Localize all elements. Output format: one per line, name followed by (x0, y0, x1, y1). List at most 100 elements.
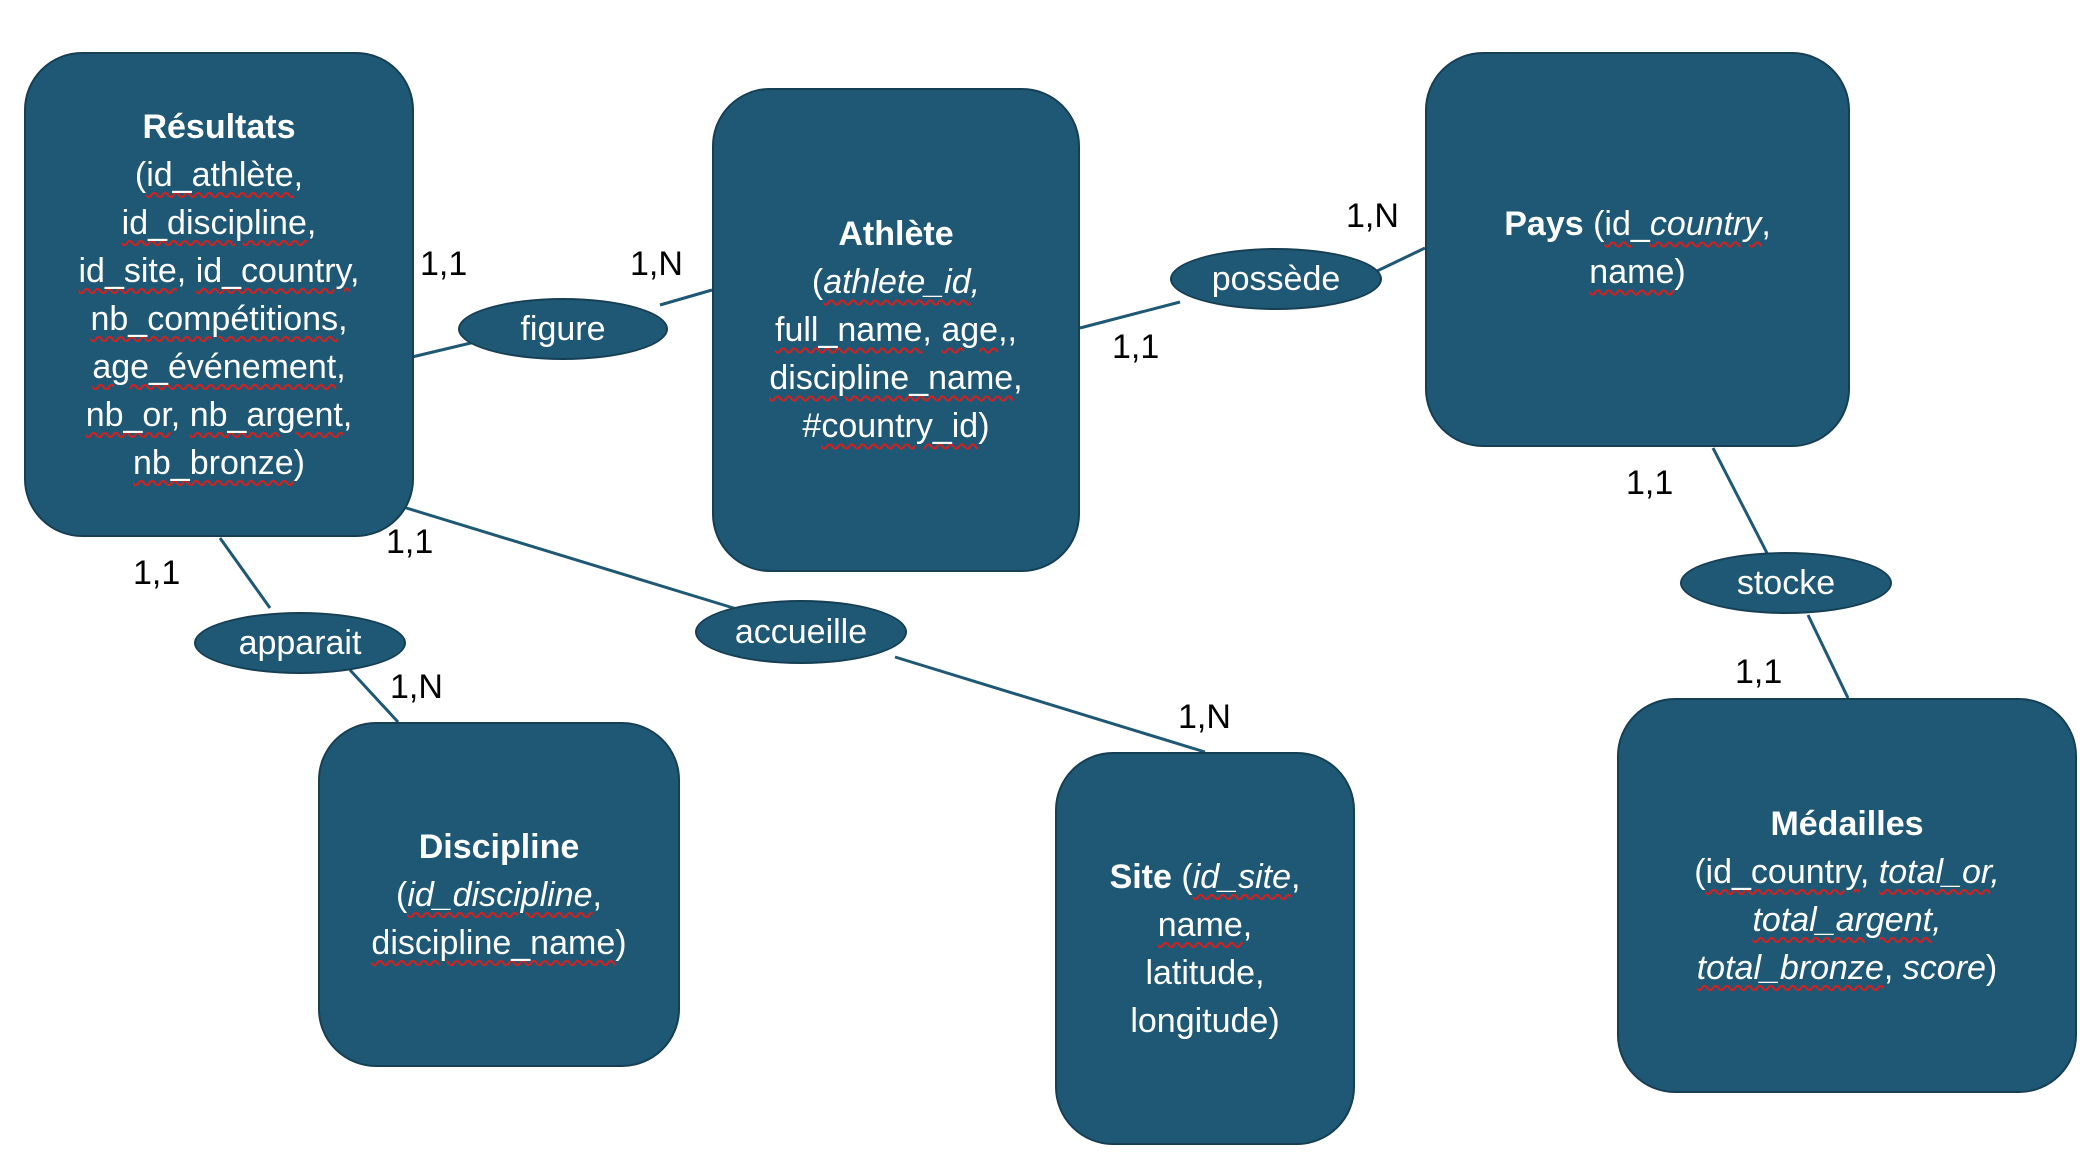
attribute-name: name (1157, 905, 1243, 944)
connector-apparait-discipline (348, 668, 400, 724)
connector-accueille-site (894, 655, 1206, 754)
connector-athlete-possede (1079, 300, 1181, 330)
separator: , (592, 875, 602, 914)
entity-medailles[interactable]: Médailles (id_country, total_or, total_a… (1617, 698, 2077, 1093)
entity-title: Médailles (1770, 804, 1924, 843)
cardinality-accueille-site: 1,N (1178, 698, 1231, 736)
connector-resultats-figure (411, 340, 476, 359)
entity-title: Discipline (418, 827, 580, 866)
cardinality-apparait-discipline: 1,N (390, 668, 443, 706)
attribute-longitude: longitude) (1130, 1001, 1280, 1040)
attribute-athlete-id: athlete_id (823, 263, 971, 301)
entity-site[interactable]: Site (id_site, name, latitude, longitude… (1055, 752, 1355, 1145)
attribute-country: country (1649, 205, 1762, 243)
entity-resultats[interactable]: Résultats (id_athlète, id_discipline, id… (24, 52, 414, 537)
attribute-id-athlete: id_athlète (146, 155, 294, 194)
separator: ,, (998, 311, 1017, 349)
connector-resultats-accueille (402, 505, 741, 612)
relation-possede[interactable]: possède (1170, 248, 1382, 310)
relation-figure[interactable]: figure (458, 298, 668, 360)
entity-title: Athlète (838, 215, 954, 253)
attribute-discipline-name: discipline_name (769, 359, 1014, 397)
relation-label: figure (520, 309, 606, 348)
attribute-discipline-name: discipline_name (371, 923, 616, 962)
cardinality-apparait-resultats: 1,1 (133, 554, 181, 592)
attribute-nb-or: nb_or (85, 395, 171, 434)
entity-discipline[interactable]: Discipline (id_discipline, discipline_na… (318, 722, 680, 1067)
paren: ) (978, 407, 990, 445)
separator: , (1761, 205, 1771, 243)
attribute-total-bronze: total_bronze (1696, 948, 1884, 987)
separator: _ (1630, 205, 1650, 243)
connector-resultats-apparait (218, 537, 272, 609)
attribute-total-or: total_or (1878, 852, 1991, 891)
separator: , (970, 263, 981, 301)
attribute-full-name: full_name (775, 311, 923, 349)
cardinality-stocke-medailles: 1,1 (1735, 653, 1783, 691)
separator: , (293, 155, 304, 194)
attribute-score: score (1902, 948, 1986, 987)
separator: , (176, 251, 196, 290)
cardinality-possede-athlete: 1,1 (1112, 328, 1160, 366)
paren: ( (134, 155, 147, 194)
attribute-nb-argent: nb_argent (189, 395, 343, 434)
entity-athlete[interactable]: Athlète (athlete_id, full_name, age,, di… (712, 88, 1080, 572)
entity-pays[interactable]: Pays (id_country, name) (1425, 52, 1850, 447)
separator: , (1932, 900, 1942, 939)
separator: , (1013, 359, 1023, 397)
attribute-nb-competitions: nb_compétitions (90, 299, 339, 338)
attribute-id-site: id_site (78, 251, 177, 290)
paren: ) (293, 443, 305, 482)
relation-stocke[interactable]: stocke (1680, 552, 1892, 614)
relation-apparait[interactable]: apparait (194, 612, 406, 674)
paren: ( (1583, 205, 1605, 243)
entity-title: Site (1109, 857, 1172, 896)
attribute-id: id (1604, 205, 1631, 243)
separator: , (306, 203, 317, 242)
separator: , (350, 251, 360, 290)
attribute-total-argent: total_argent (1752, 900, 1933, 939)
attribute-name: name (1589, 253, 1675, 291)
separator: , (1242, 905, 1253, 944)
connector-stocke-medailles (1806, 614, 1850, 699)
paren: ( (811, 263, 824, 301)
entity-title: Résultats (142, 107, 296, 146)
connector-possede-pays (1374, 246, 1426, 274)
foreign-key-marker: # (802, 407, 822, 445)
connector-figure-athlete (659, 288, 713, 307)
separator: , (1990, 852, 2000, 891)
attribute-age-evenement: age_événement (92, 347, 337, 386)
relation-label: stocke (1736, 563, 1836, 602)
attribute-id-discipline: id_discipline (407, 875, 593, 914)
attribute-id-country: id_country (1705, 852, 1860, 891)
separator: , (336, 347, 346, 386)
entity-title: Pays (1504, 205, 1584, 243)
paren: ( (1694, 852, 1706, 891)
attribute-id-country: id_country (195, 251, 351, 290)
paren: ) (1985, 948, 1998, 987)
cardinality-stocke-pays: 1,1 (1626, 464, 1674, 502)
separator: , (1290, 857, 1301, 896)
attribute-id-discipline: id_discipline (121, 203, 307, 242)
relation-label: apparait (238, 623, 362, 662)
cardinality-figure-athlete: 1,N (630, 245, 683, 283)
relation-accueille[interactable]: accueille (695, 600, 907, 664)
separator: , (922, 311, 942, 349)
paren: ) (1674, 253, 1686, 291)
relation-label: accueille (734, 612, 868, 651)
cardinality-accueille-resultats: 1,1 (386, 523, 434, 561)
attribute-age: age (941, 311, 999, 349)
attribute-nb-bronze: nb_bronze (132, 443, 294, 482)
attribute-id-site: id_site (1192, 857, 1291, 896)
separator: , (1859, 852, 1879, 891)
paren: ( (1171, 857, 1193, 896)
relation-label: possède (1211, 259, 1341, 298)
cardinality-possede-pays: 1,N (1346, 197, 1399, 235)
separator: , (338, 299, 348, 338)
paren: ) (615, 923, 627, 962)
cardinality-figure-resultats: 1,1 (420, 245, 468, 283)
attribute-latitude: latitude, (1145, 953, 1265, 992)
separator: , (1883, 948, 1903, 987)
connector-pays-stocke (1711, 447, 1770, 556)
